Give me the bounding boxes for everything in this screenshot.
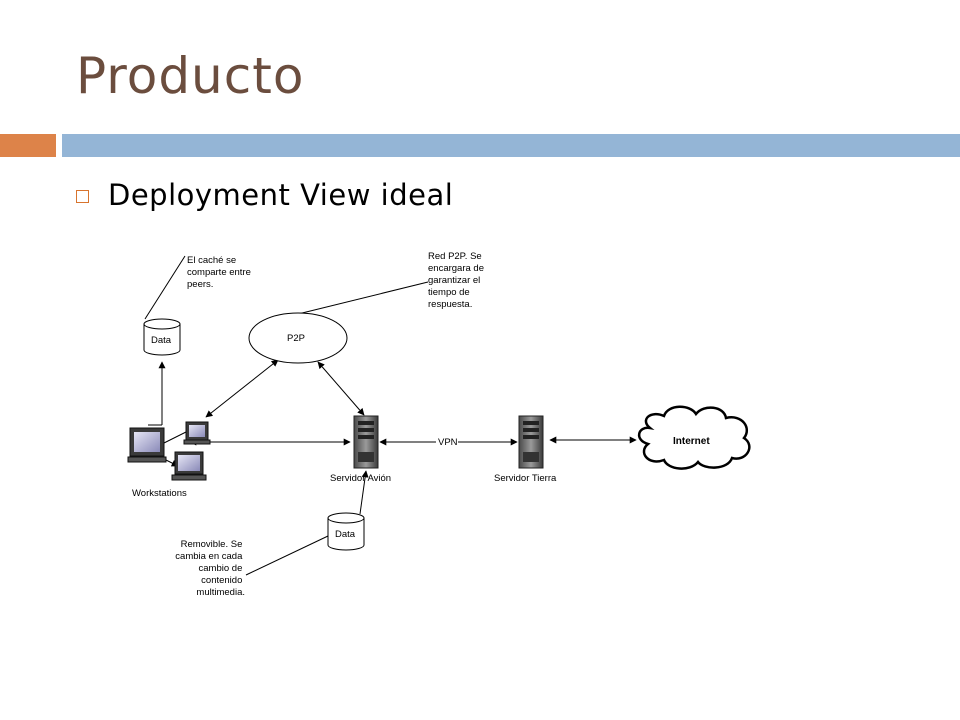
header-bar-blue [62, 134, 960, 157]
edge-data-avion [359, 470, 369, 515]
p2p-label: P2P [287, 333, 305, 344]
workstations-label: Workstations [132, 488, 187, 499]
workstation-icon [183, 421, 211, 445]
square-bullet-icon [76, 189, 89, 203]
note-removible: Removible. Se cambia en cada cambio de c… [175, 539, 245, 598]
p2p-node [248, 312, 348, 364]
workstation-icon [171, 451, 207, 481]
database-icon [327, 512, 365, 551]
note-line-removible [245, 535, 329, 576]
servidor-tierra-label: Servidor Tierra [494, 473, 557, 484]
cloud-icon [638, 405, 751, 470]
workstation-icon [127, 427, 167, 463]
vpn-label: VPN [438, 437, 458, 448]
note-line-red-p2p [293, 281, 429, 316]
slide-title: Producto [76, 47, 305, 105]
note-line-cache [144, 255, 186, 320]
note-red-p2p: Red P2P. Se encargara de garantizar el t… [428, 251, 487, 310]
header-bar-orange [0, 134, 56, 157]
edge-p2p-workstations [205, 359, 279, 418]
server-icon [353, 415, 379, 469]
edge-p2p-servidor-avion [317, 361, 365, 416]
internet-label: Internet [673, 436, 710, 447]
note-cache: El caché se comparte entre peers. [187, 255, 254, 290]
bullet-item: Deployment View ideal [76, 178, 453, 212]
server-icon [518, 415, 544, 469]
data-top-label: Data [151, 335, 172, 346]
connections [144, 255, 637, 576]
bullet-text: Deployment View ideal [108, 178, 454, 212]
database-icon [143, 318, 181, 356]
data-bottom-label: Data [335, 529, 356, 540]
servidor-avion-label: Servidor Avión [330, 473, 391, 484]
